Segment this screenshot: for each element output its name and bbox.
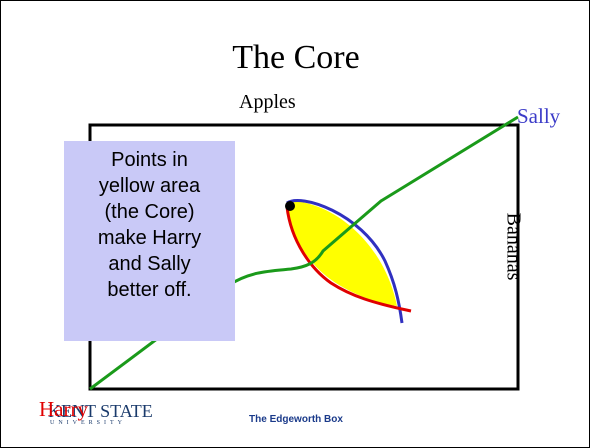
axis-label-apples: Apples — [239, 91, 296, 113]
harry-indifference-curve — [285, 206, 412, 313]
contract-curve — [89, 115, 519, 391]
slide-footer: The Edgeworth Box — [249, 414, 343, 425]
callout-line: (the Core) — [104, 201, 195, 223]
kent-state-logo: KENT STATE UNIVERSITY — [48, 401, 153, 426]
callout-line: better off. — [107, 279, 192, 301]
callout-line: make Harry — [97, 227, 202, 249]
callout-box: Points in yellow area (the Core) make Ha… — [64, 141, 235, 341]
sally-indifference-curve — [286, 198, 404, 324]
origin-label-harry: Harry — [39, 397, 88, 421]
origin-label-sally: Sally — [517, 104, 561, 128]
slide-title: The Core — [232, 39, 360, 76]
endowment-point — [285, 201, 295, 211]
callout-line: yellow area — [98, 175, 201, 197]
logo-sub-text: UNIVERSITY — [50, 420, 126, 426]
callout-line: and Sally — [108, 253, 191, 275]
logo-main-text: KENT STATE — [48, 401, 153, 421]
callout-line: Points in — [111, 149, 188, 171]
core-region — [288, 201, 397, 306]
axis-label-bananas: Bananas — [502, 212, 525, 281]
